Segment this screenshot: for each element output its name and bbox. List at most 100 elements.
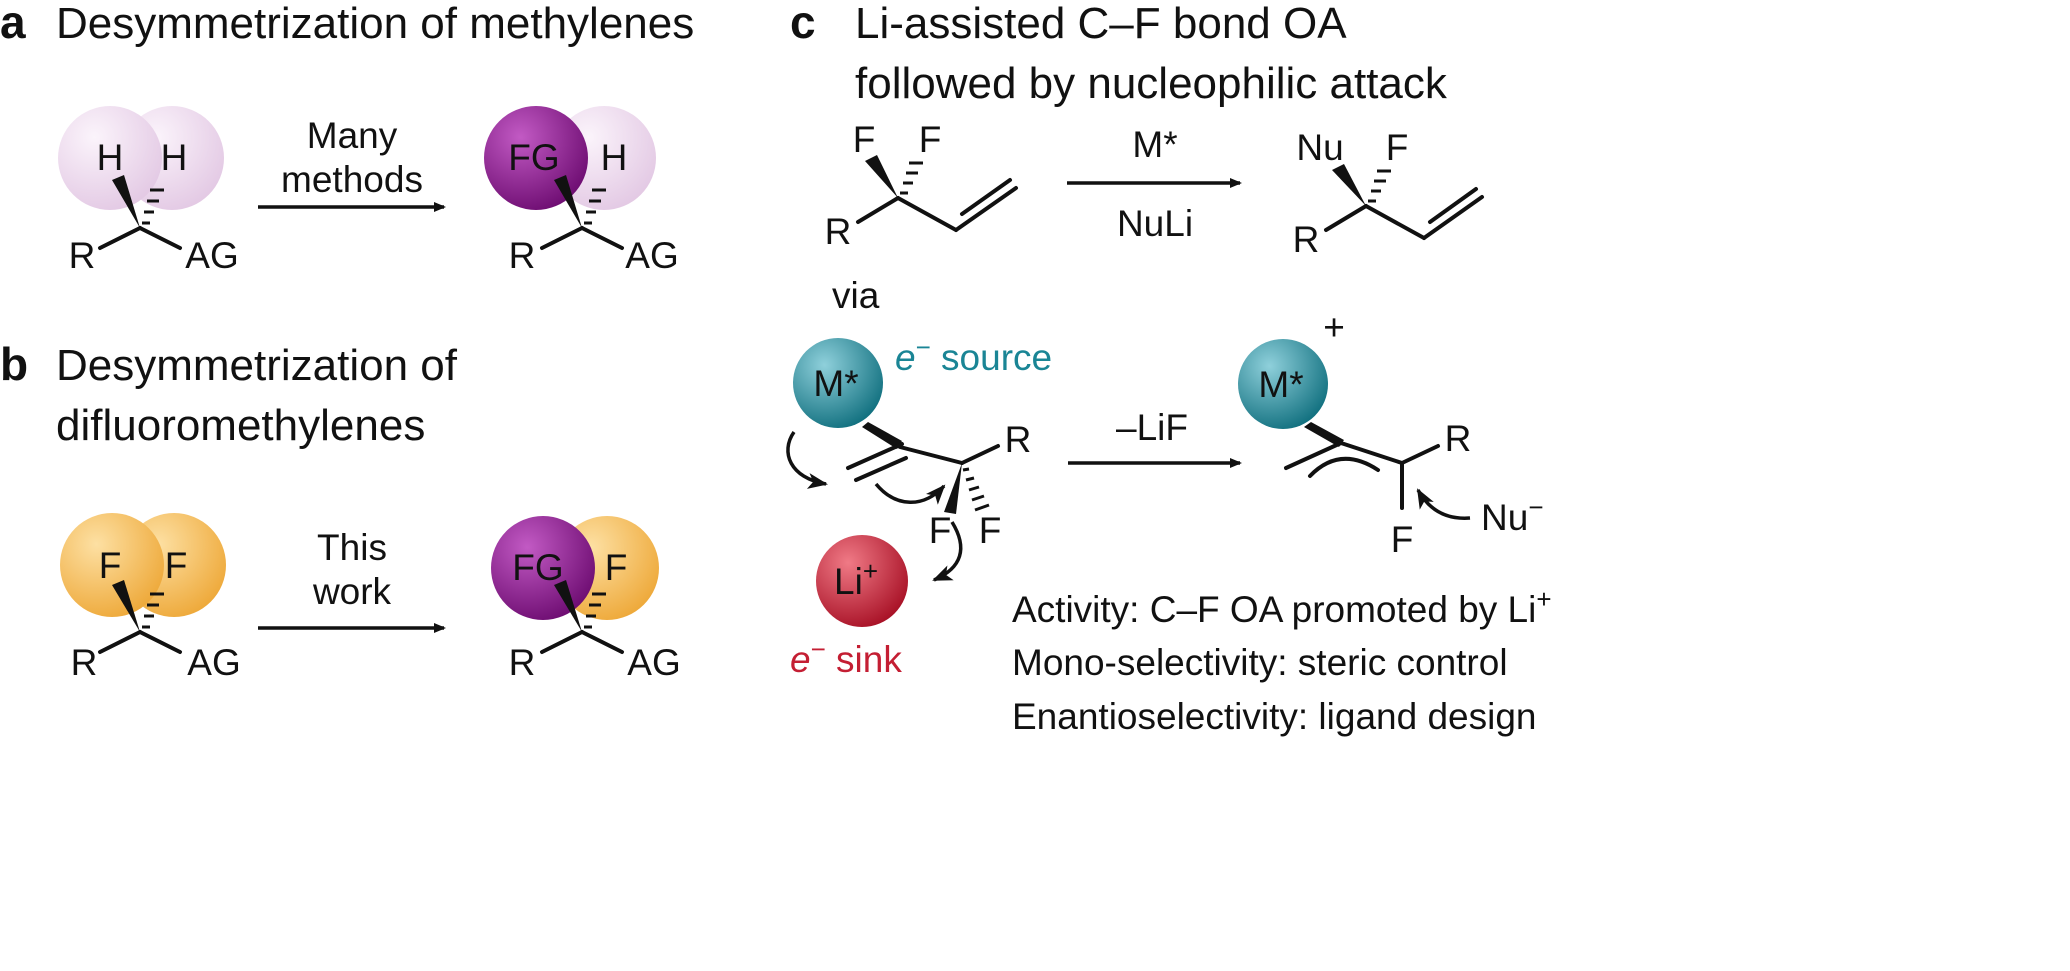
c-top-product: Nu F R — [1293, 127, 1484, 260]
vinyl-bond-2 — [960, 178, 1012, 216]
bond-c-ag — [138, 630, 182, 654]
hash-bond — [584, 592, 606, 629]
atom-r: R — [71, 642, 98, 683]
f-sphere-left — [60, 513, 164, 617]
bond-c-ag — [138, 226, 182, 250]
panel-a-heading: Desymmetrization of methylenes — [56, 0, 694, 48]
note-activity: Activity: C–F OA promoted by Li+ — [1012, 584, 1552, 630]
panel-b-product: FG F R AG — [491, 516, 681, 683]
atom-ag: AG — [625, 235, 678, 276]
hash-bond — [584, 188, 606, 225]
atom-r: R — [509, 642, 536, 683]
c-notes: Activity: C–F OA promoted by Li+ Mono-se… — [1012, 584, 1552, 737]
atom-r: R — [1293, 219, 1320, 260]
arrow-c1-top: M* — [1132, 124, 1177, 165]
allyl-bond-2 — [1339, 441, 1404, 465]
hash-bond — [1368, 169, 1391, 203]
hash-f2 — [962, 467, 990, 512]
vinyl-bond-1 — [1422, 195, 1484, 240]
bond-c-r — [540, 630, 584, 654]
bond-c-r — [856, 196, 900, 224]
panel-a-reactant: H H R AG — [58, 106, 239, 276]
wedge-bond — [112, 580, 140, 632]
allyl-bond-1 — [1284, 441, 1343, 470]
metal-sphere — [793, 338, 883, 428]
bond-c-r — [98, 226, 142, 250]
metal-label: M* — [813, 363, 858, 404]
panel-b-letter: b — [0, 338, 28, 390]
arrow-c1-bottom: NuLi — [1117, 203, 1193, 244]
atom-fg: FG — [508, 137, 559, 178]
metal-sphere — [1238, 339, 1328, 429]
atom-f2: F — [919, 119, 942, 160]
li-sphere — [816, 535, 908, 627]
panel-a-product: FG H R AG — [484, 106, 679, 276]
panel-c-heading-1: Li-assisted C–F bond OA — [855, 0, 1347, 48]
atom-h-right: H — [161, 137, 188, 178]
curly-arrow-1 — [786, 430, 828, 489]
via-label: via — [832, 275, 880, 316]
atom-f: F — [605, 547, 628, 588]
atom-ag: AG — [185, 235, 238, 276]
panel-b-reactant: F F R AG — [60, 513, 241, 683]
atom-r: R — [1005, 419, 1032, 460]
atom-fg: FG — [512, 547, 563, 588]
panel-c: c Li-assisted C–F bond OA followed by nu… — [786, 0, 1552, 737]
c-mechanism: M* e− source R F F Li+ e− sink — [786, 332, 1052, 680]
bond-c-r — [1324, 204, 1368, 232]
panel-b: b Desymmetrization of difluoromethylenes… — [0, 338, 681, 683]
h-sphere-left — [58, 106, 162, 210]
curly-arrow-nu — [1416, 488, 1471, 520]
panel-a-letter: a — [0, 0, 26, 48]
hash-bond — [142, 592, 164, 629]
arrow-b-label-1: This — [317, 527, 387, 568]
bond-c-ag — [580, 630, 624, 654]
atom-f-right: F — [165, 545, 188, 586]
panel-c-heading-2: followed by nucleophilic attack — [855, 59, 1448, 108]
e-sink-label: e− sink — [790, 634, 902, 680]
bond-c-r — [1400, 444, 1440, 465]
atom-r: R — [1445, 418, 1472, 459]
bond-c1-c2 — [898, 445, 964, 465]
arrow-a-label-2: methods — [281, 159, 423, 200]
atom-f1: F — [929, 510, 952, 551]
wedge-f1 — [944, 463, 962, 514]
vinyl-bond-2 — [1428, 187, 1478, 224]
wedge-bond — [112, 175, 140, 228]
vinyl-bond-1 — [954, 186, 1018, 232]
panel-b-heading-1: Desymmetrization of — [56, 341, 458, 390]
bond-c-c — [1364, 204, 1426, 240]
allyl-delocalization — [1308, 456, 1380, 478]
bond-c-r — [540, 226, 584, 250]
atom-nu: Nu — [1296, 127, 1343, 168]
note-enantioselectivity: Enantioselectivity: ligand design — [1012, 696, 1537, 737]
atom-ag: AG — [627, 642, 680, 683]
c-top-reactant: F F R — [825, 119, 1018, 252]
li-label: Li+ — [834, 556, 878, 602]
atom-r: R — [69, 235, 96, 276]
atom-f-left: F — [99, 545, 122, 586]
wedge-bond — [554, 580, 582, 632]
hash-bond — [142, 188, 164, 225]
panel-b-heading-2: difluoromethylenes — [56, 401, 425, 450]
metal-wedge — [1304, 422, 1344, 447]
arrow-c2-label: –LiF — [1116, 407, 1188, 448]
wedge-bond — [554, 175, 582, 228]
panel-a: a Desymmetrization of methylenes H H R A… — [0, 0, 694, 276]
atom-f2: F — [979, 510, 1002, 551]
atom-r: R — [509, 235, 536, 276]
hash-bond — [900, 161, 923, 195]
panel-c-letter: c — [790, 0, 816, 48]
c-allyl-complex: M* + R F Nu− — [1238, 307, 1544, 560]
alkene-bond-1 — [846, 442, 904, 470]
atom-r: R — [825, 211, 852, 252]
metal-wedge — [862, 422, 902, 449]
bond-c-r — [98, 630, 142, 654]
atom-ag: AG — [187, 642, 240, 683]
nu-minus-label: Nu− — [1481, 492, 1544, 538]
atom-f: F — [1391, 519, 1414, 560]
atom-f: F — [1386, 127, 1409, 168]
plus-charge: + — [1323, 307, 1345, 348]
bond-c-c — [896, 196, 958, 232]
